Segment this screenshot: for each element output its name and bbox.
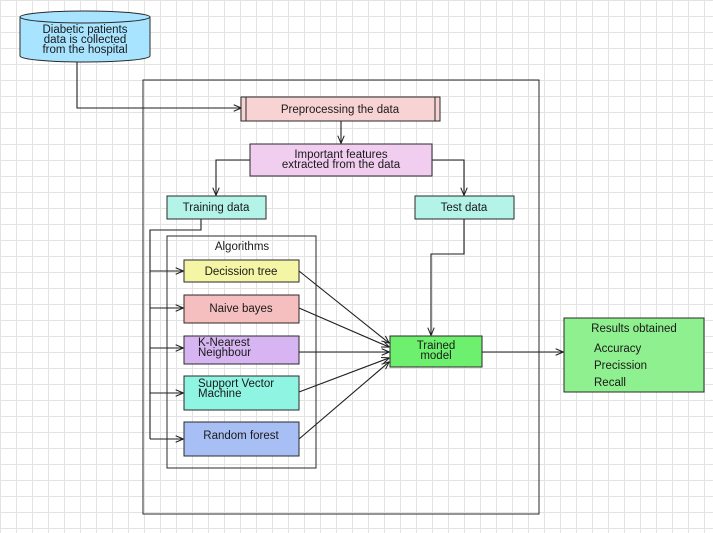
source-line-2: data is collected — [44, 34, 126, 46]
test-line-1: Test data — [441, 202, 488, 214]
result-item-accuracy: Accuracy — [594, 343, 642, 355]
node-test-data: Test data — [414, 195, 515, 220]
source-line-1: Diabetic patients — [42, 24, 127, 36]
svm-line-1: Support Vector — [198, 378, 274, 390]
edge-features-to-test — [432, 159, 464, 195]
knn-line-1: K-Nearest — [198, 337, 251, 349]
node-decision-tree: Decission tree — [183, 259, 300, 283]
edge-svm-to-model — [298, 358, 389, 393]
edge-decision-tree-to-model — [298, 270, 389, 343]
edge-training-trunk — [149, 219, 202, 439]
preprocessing-line-1: Preprocessing the data — [281, 104, 400, 116]
edge-features-to-training — [216, 159, 250, 195]
result-item-recall: Recall — [594, 377, 626, 389]
node-preprocessing: Preprocessing the data — [240, 96, 441, 122]
results-title: Results obtained — [591, 323, 677, 335]
random-forest-line-1: Random forest — [203, 430, 279, 442]
trained-model-line-1: Trained — [417, 340, 456, 352]
decision-tree-line-1: Decission tree — [205, 266, 278, 278]
edge-source-to-preprocessing — [76, 62, 241, 108]
knn-line-2: Neighbour — [198, 347, 251, 359]
features-line-2: extracted from the data — [282, 159, 401, 171]
node-naive-bayes: Naive bayes — [183, 294, 300, 324]
node-results: Results obtained Accuracy Precission Rec… — [563, 317, 705, 393]
svm-line-2: Machine — [198, 388, 241, 400]
features-line-1: Important features — [294, 149, 388, 161]
source-line-3: from the hospital — [42, 44, 127, 56]
edge-naive-bayes-to-model — [298, 307, 389, 347]
node-preprocessing-label: Preprocessing the data — [281, 104, 400, 116]
node-random-forest-label: Random forest — [203, 430, 279, 442]
result-item-precision: Precission — [594, 360, 647, 372]
node-training-label: Training data — [183, 202, 250, 214]
edge-random-forest-to-model — [298, 362, 389, 440]
training-line-1: Training data — [183, 202, 250, 214]
node-training-data: Training data — [166, 195, 267, 220]
node-test-label: Test data — [441, 202, 488, 214]
node-naive-bayes-label: Naive bayes — [209, 303, 273, 315]
algorithms-title: Algorithms — [215, 241, 270, 253]
node-random-forest: Random forest — [183, 421, 300, 457]
naive-bayes-line-1: Naive bayes — [209, 303, 273, 315]
trained-model-line-2: model — [420, 350, 451, 362]
edge-test-to-model — [431, 219, 465, 335]
node-decision-tree-label: Decission tree — [205, 266, 278, 278]
process-container — [142, 79, 540, 515]
algorithms-title-line-1: Algorithms — [215, 241, 270, 253]
